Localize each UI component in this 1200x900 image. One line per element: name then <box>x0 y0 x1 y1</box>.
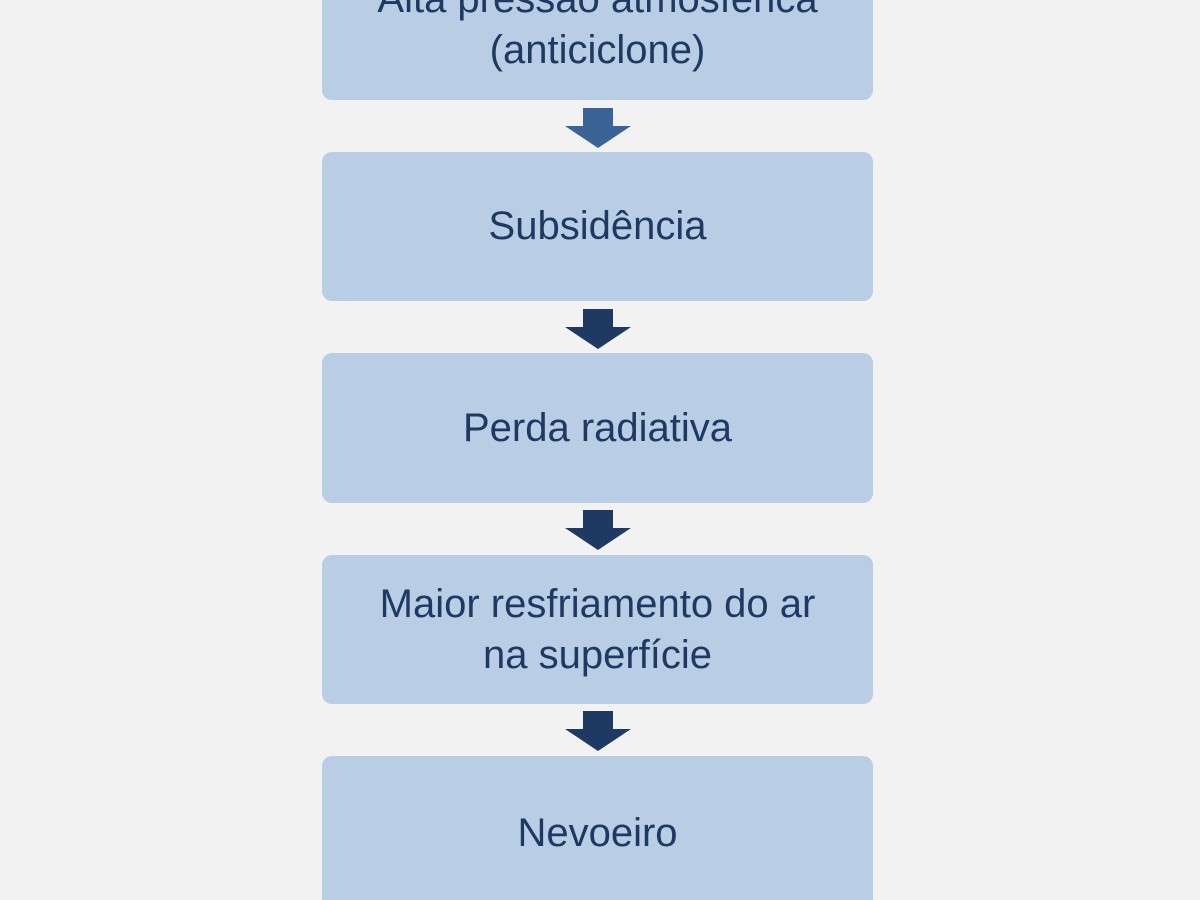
step-box-high-pressure: Alta pressão atmosférica (anticiclone) <box>322 0 873 100</box>
down-arrow-icon <box>565 309 631 349</box>
step-box-subsidence: Subsidência <box>322 152 873 301</box>
step-label: Perda radiativa <box>462 405 733 450</box>
down-arrow-icon <box>565 711 631 751</box>
step-label: Alta pressão atmosférica (anticiclone) <box>377 0 817 72</box>
step-box-surface-cooling: Maior resfriamento do ar na superfície <box>322 555 873 704</box>
step-label: Maior resfriamento do ar na superfície <box>379 581 816 677</box>
step-box-fog: Nevoeiro <box>322 756 873 900</box>
step-label: Nevoeiro <box>517 810 678 855</box>
down-arrow-icon <box>565 510 631 550</box>
step-label: Subsidência <box>488 204 707 248</box>
down-arrow-icon <box>565 108 631 148</box>
step-box-radiative-loss: Perda radiativa <box>322 353 873 503</box>
